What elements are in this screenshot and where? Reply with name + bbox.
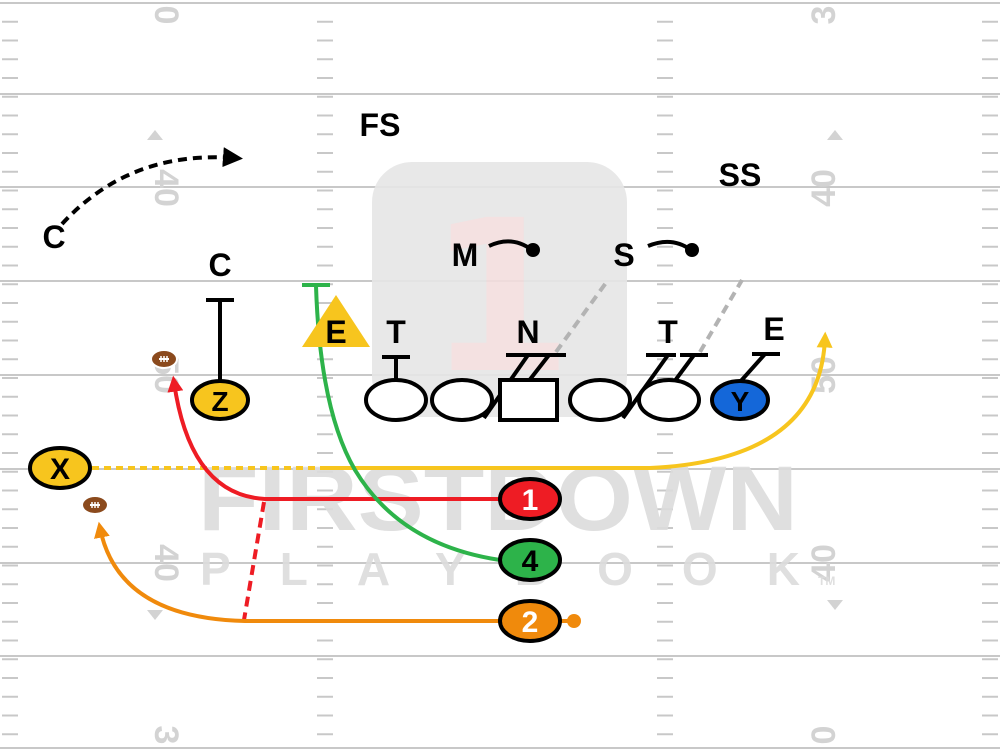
player-2: 2 xyxy=(498,599,562,643)
defender-ss: SS xyxy=(719,157,762,193)
red-dashed-line xyxy=(242,501,266,621)
hash-marks xyxy=(2,2,998,736)
back-4-route xyxy=(314,285,501,562)
lineman-right-tackle xyxy=(637,378,701,422)
back-1-route xyxy=(167,375,500,501)
defense-labels: FS SS C C M S E T N T E xyxy=(42,107,784,350)
defender-t-right: T xyxy=(658,314,678,350)
yard-number-left-upper: 40 xyxy=(147,169,185,207)
x-route xyxy=(320,331,833,470)
corner-route xyxy=(60,147,243,226)
player-1-label: 1 xyxy=(522,484,539,517)
football-icon xyxy=(81,495,109,515)
player-x-label: X xyxy=(50,453,70,486)
mike-route-end xyxy=(526,243,540,257)
direction-arrow-icon xyxy=(147,610,163,620)
football-icon xyxy=(150,349,178,369)
direction-arrow-icon xyxy=(827,600,843,610)
lineman-right-guard xyxy=(568,378,632,422)
watermark-playbook: PLAYBOOK xyxy=(200,543,800,595)
sam-route-end xyxy=(685,243,699,257)
player-1: 1 xyxy=(498,477,562,521)
player-x: X xyxy=(28,446,92,490)
player-4-label: 4 xyxy=(522,545,539,578)
yard-number-right-lower: 40 xyxy=(805,544,843,582)
yard-number-left-top: 0 xyxy=(147,6,185,25)
player-y-label: Y xyxy=(731,386,750,417)
player-y: Y xyxy=(710,379,770,421)
defender-m: M xyxy=(452,237,479,273)
defender-fs: FS xyxy=(360,107,401,143)
yard-number-right-bottom: 0 xyxy=(805,726,843,745)
player-2-label: 2 xyxy=(522,606,539,639)
player-z: Z xyxy=(190,379,250,421)
defensive-end-left-triangle xyxy=(302,295,370,347)
offensive-line xyxy=(364,378,701,422)
defender-t-left: T xyxy=(386,314,406,350)
yard-number-right-upper: 40 xyxy=(805,169,843,207)
yard-numbers: 0 40 50 40 3 3 40 50 40 0 xyxy=(147,6,843,745)
defender-s: S xyxy=(613,237,634,273)
player-4: 4 xyxy=(498,538,562,582)
yard-number-left-bottom: 3 xyxy=(147,726,185,745)
watermark-tm: TM xyxy=(818,574,835,588)
defender-n: N xyxy=(516,314,539,350)
lineman-left-guard xyxy=(430,378,494,422)
direction-arrow-icon xyxy=(827,130,843,140)
direction-arrow-icon xyxy=(147,130,163,140)
gray-route-t xyxy=(698,278,744,354)
yard-number-left-lower: 40 xyxy=(147,544,185,582)
defender-e-left: E xyxy=(325,314,346,350)
lineman-center xyxy=(498,378,559,422)
back-2-motion-end xyxy=(567,614,581,628)
player-z-label: Z xyxy=(211,386,228,417)
lineman-left-tackle xyxy=(364,378,428,422)
defender-e-right: E xyxy=(763,311,784,347)
back-2-route xyxy=(94,521,500,623)
defender-c-right: C xyxy=(208,247,231,283)
defender-c-left: C xyxy=(42,219,65,255)
yard-number-right-top: 3 xyxy=(805,6,843,25)
